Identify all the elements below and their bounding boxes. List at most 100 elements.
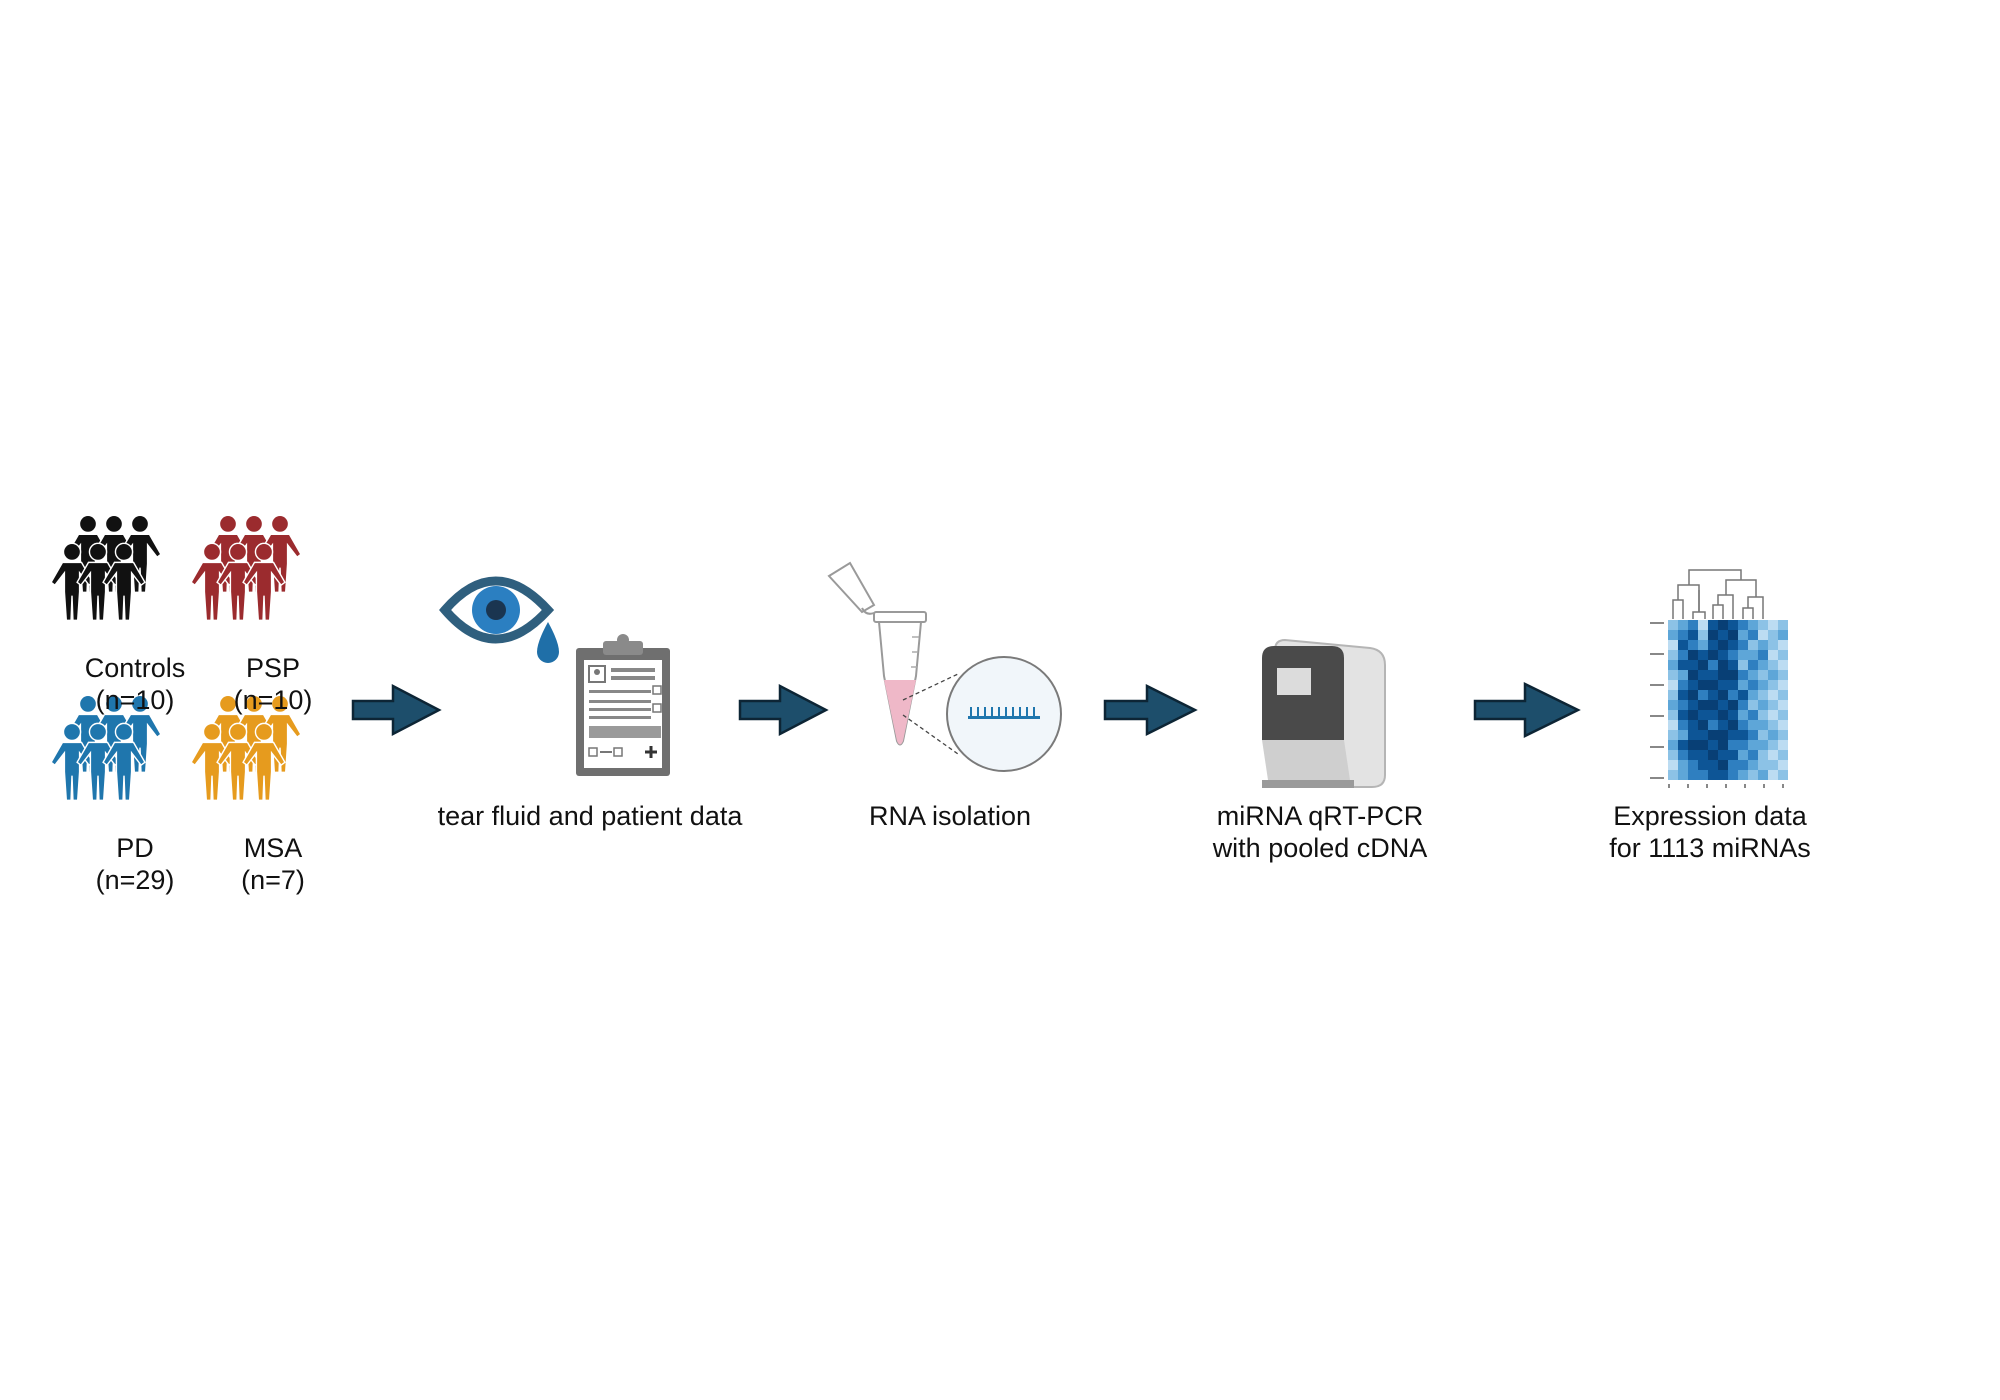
heatmap-cell: [1698, 660, 1708, 670]
heatmap-cell: [1768, 690, 1778, 700]
heatmap-row-tick: [1650, 746, 1664, 748]
heatmap-cell: [1728, 650, 1738, 660]
heatmap-cell: [1738, 760, 1748, 770]
heatmap-cell: [1758, 620, 1768, 630]
heatmap-cell: [1758, 660, 1768, 670]
heatmap-cell: [1718, 660, 1728, 670]
heatmap-cell: [1708, 620, 1718, 630]
step-label-tear-fluid: tear fluid and patient data: [425, 800, 755, 832]
heatmap-cell: [1758, 770, 1768, 780]
heatmap-cell: [1688, 700, 1698, 710]
heatmap-row-tick: [1650, 684, 1664, 686]
heatmap-cell: [1778, 710, 1788, 720]
heatmap-cell: [1678, 700, 1688, 710]
heatmap-cell: [1688, 760, 1698, 770]
heatmap-cell: [1718, 750, 1728, 760]
heatmap-cell: [1728, 690, 1738, 700]
heatmap-cell: [1738, 720, 1748, 730]
step-label-line: Expression data: [1613, 801, 1807, 831]
heatmap-cell: [1758, 740, 1768, 750]
heatmap-cell: [1758, 670, 1768, 680]
dendrogram-branch: [1742, 607, 1754, 619]
heatmap-cell: [1678, 620, 1688, 630]
heatmap-cell: [1708, 750, 1718, 760]
heatmap-cell: [1688, 690, 1698, 700]
heatmap-cell: [1678, 670, 1688, 680]
heatmap-cell: [1738, 740, 1748, 750]
heatmap-cell: [1698, 750, 1708, 760]
heatmap-cell: [1668, 740, 1678, 750]
heatmap-cell: [1738, 620, 1748, 630]
heatmap-cell: [1778, 660, 1788, 670]
heatmap-row-tick: [1650, 653, 1664, 655]
heatmap-cell: [1778, 730, 1788, 740]
heatmap-cell: [1668, 620, 1678, 630]
heatmap-cell: [1728, 630, 1738, 640]
heatmap-cell: [1668, 640, 1678, 650]
heatmap-cell: [1688, 740, 1698, 750]
heatmap-cell: [1728, 710, 1738, 720]
heatmap-cell: [1708, 670, 1718, 680]
heatmap-cell: [1668, 750, 1678, 760]
heatmap-cell: [1738, 640, 1748, 650]
group-label-pd: PD (n=29): [35, 832, 235, 896]
heatmap-cell: [1728, 660, 1738, 670]
heatmap-cell: [1748, 690, 1758, 700]
group-name: MSA: [243, 833, 303, 863]
heatmap-cell: [1748, 720, 1758, 730]
heatmap-cell: [1718, 650, 1728, 660]
heatmap-cell: [1768, 760, 1778, 770]
heatmap-cell: [1688, 630, 1698, 640]
heatmap-cell: [1778, 770, 1788, 780]
heatmap-cell: [1668, 760, 1678, 770]
heatmap-cell: [1758, 700, 1768, 710]
heatmap-cell: [1758, 680, 1768, 690]
heatmap-cell: [1768, 700, 1778, 710]
heatmap-cell: [1778, 630, 1788, 640]
heatmap-cell: [1728, 720, 1738, 730]
heatmap-col-tick: [1687, 784, 1689, 788]
heatmap-icon: [1650, 620, 1788, 788]
step-label-line: RNA isolation: [868, 801, 1032, 831]
heatmap-col-tick: [1763, 784, 1765, 788]
heatmap-cell: [1738, 770, 1748, 780]
heatmap-cell: [1768, 660, 1778, 670]
heatmap-col-tick: [1744, 784, 1746, 788]
heatmap-cell: [1778, 680, 1788, 690]
heatmap-cell: [1688, 680, 1698, 690]
heatmap-cell: [1678, 650, 1688, 660]
arrow-icon: [1473, 681, 1581, 739]
heatmap-cell: [1778, 670, 1788, 680]
heatmap-cell: [1778, 620, 1788, 630]
step-label-qrt-pcr: miRNA qRT-PCR with pooled cDNA: [1190, 800, 1450, 864]
dendrogram-branch: [1692, 611, 1706, 619]
heatmap-cell: [1718, 720, 1728, 730]
heatmap-cell: [1718, 630, 1728, 640]
heatmap-cell: [1678, 760, 1688, 770]
heatmap-cell: [1688, 710, 1698, 720]
heatmap-cell: [1718, 680, 1728, 690]
heatmap-cell: [1718, 740, 1728, 750]
heatmap-cell: [1718, 700, 1728, 710]
heatmap-cell: [1758, 720, 1768, 730]
heatmap-cell: [1778, 650, 1788, 660]
heatmap-cell: [1758, 750, 1768, 760]
heatmap-cell: [1708, 700, 1718, 710]
heatmap-cell: [1748, 630, 1758, 640]
group-label-controls: Controls (n=10): [35, 652, 235, 716]
heatmap-cell: [1678, 690, 1688, 700]
heatmap-cell: [1688, 730, 1698, 740]
heatmap-cell: [1738, 690, 1748, 700]
heatmap-cell: [1688, 620, 1698, 630]
heatmap-cell: [1698, 640, 1708, 650]
dendrogram-branch: [1672, 599, 1684, 619]
heatmap-cell: [1668, 660, 1678, 670]
heatmap-cell: [1668, 720, 1678, 730]
heatmap-cell: [1708, 630, 1718, 640]
heatmap-cell: [1778, 740, 1788, 750]
tube-icon: [827, 561, 927, 746]
heatmap-cell: [1688, 750, 1698, 760]
rna-strand-icon: [968, 707, 1040, 719]
heatmap-cell: [1768, 720, 1778, 730]
heatmap-cell: [1768, 650, 1778, 660]
